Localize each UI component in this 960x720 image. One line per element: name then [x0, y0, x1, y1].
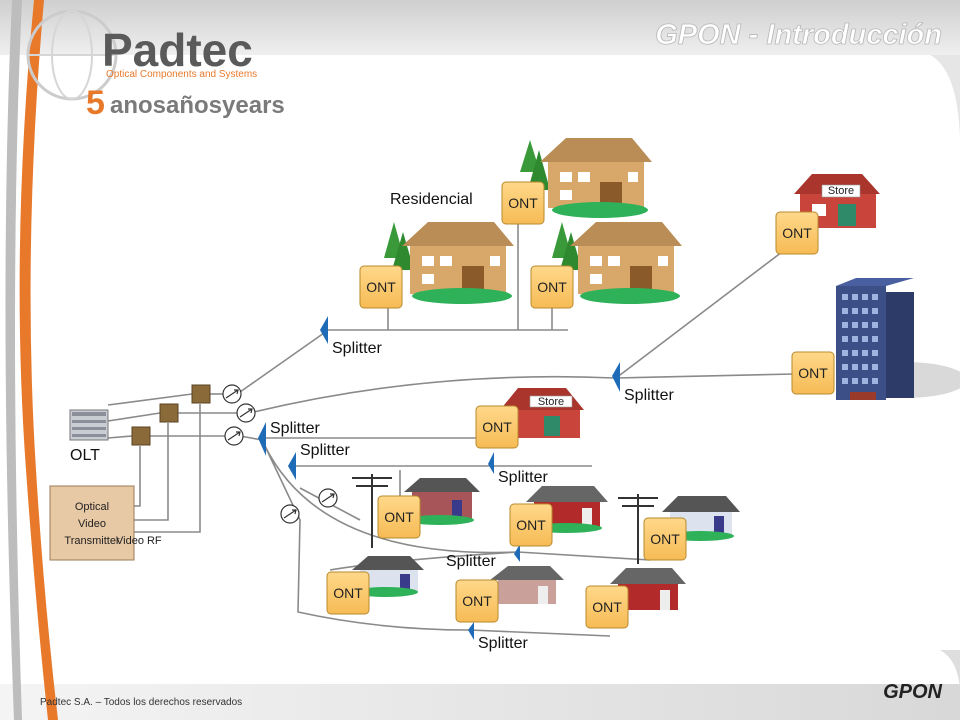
line-video-2 [134, 423, 169, 521]
left-swoosh-orange [19, 0, 58, 720]
logo-name: Padtec [102, 24, 253, 76]
residencial-label: Residencial [390, 191, 473, 208]
ont-lower-5: ONT [455, 579, 499, 623]
line-video-3 [134, 446, 141, 507]
header-curve [930, 55, 960, 140]
amplifier-icon-1 [222, 384, 242, 404]
optical-video-transmitter [49, 485, 135, 561]
line-to-residential-splitter [239, 332, 325, 393]
coupler-1 [191, 384, 211, 404]
ont-residential-top: ONT [501, 181, 545, 225]
svg-text:ONT: ONT [482, 419, 512, 435]
page-title: GPON - Introducción [655, 19, 942, 51]
splitter-icon-multi-2 [288, 452, 296, 480]
ont-store-middle: ONT [475, 405, 519, 449]
splitter-icon-multi-1 [258, 422, 266, 456]
splitter-icon-bottom [468, 622, 474, 640]
left-swoosh-gray [5, 0, 22, 720]
store-label-top: Store [828, 185, 854, 197]
splitter-label-bottom: Splitter [478, 635, 528, 652]
ont-lower-3: ONT [643, 517, 687, 561]
svg-text:ONT: ONT [782, 225, 812, 241]
line-olt-feed-3 [107, 435, 133, 439]
transmitter-label-line-3: Transmitter [64, 535, 120, 547]
logo-tagline: Optical Components and Systems [106, 69, 257, 80]
line-multi-down-2 [263, 443, 611, 637]
svg-text:ONT: ONT [508, 195, 538, 211]
splitter-label-multi-1: Splitter [270, 420, 320, 437]
amplifier-icon-3 [224, 426, 244, 446]
transmitter-label-line-1: Optical [75, 501, 109, 513]
splitter-icon-store [488, 452, 494, 474]
ont-lower-1: ONT [377, 495, 421, 539]
olt-equipment [69, 409, 109, 441]
fiber-lines [107, 222, 795, 637]
logo-anniversary-text: anosañosyears [110, 92, 285, 119]
splitter-label-lower: Splitter [446, 553, 496, 570]
residential-house-top [520, 138, 652, 218]
ont-lower-4: ONT [326, 571, 370, 615]
residential-house-left [384, 222, 514, 304]
video-rf-label: Video RF [116, 535, 162, 547]
line-video-1 [134, 404, 201, 533]
splitter-label-building: Splitter [624, 387, 674, 404]
splitter-icon-residential [320, 316, 328, 344]
splitter-label-multi-2: Splitter [300, 442, 350, 459]
svg-text:ONT: ONT [462, 593, 492, 609]
line-to-multi-splitter [239, 435, 263, 441]
line-olt-feed-2 [107, 412, 161, 422]
logo-anniversary-number: 5 [86, 84, 105, 122]
padtec-logo: Padtec Optical Components and Systems 5 … [26, 9, 285, 122]
svg-text:ONT: ONT [366, 279, 396, 295]
olt-label: OLT [70, 447, 100, 464]
header-band [0, 0, 960, 55]
house-lower-1 [404, 478, 480, 525]
amplifier-icon-2 [236, 403, 256, 423]
utility-pole-right [618, 494, 658, 564]
splitter-icon-building [612, 362, 620, 392]
svg-text:ONT: ONT [592, 599, 622, 615]
footer-band [0, 684, 960, 720]
store-label-middle: Store [538, 396, 564, 408]
ont-store-top: ONT [775, 211, 819, 255]
svg-text:ONT: ONT [537, 279, 567, 295]
ont-residential-right: ONT [530, 265, 574, 309]
line-to-building-splitter [253, 375, 615, 413]
splitter-icon-lower [514, 544, 520, 562]
splitter-label-residential: Splitter [332, 340, 382, 357]
splitter-label-store: Splitter [498, 469, 548, 486]
svg-text:ONT: ONT [333, 585, 363, 601]
house-lower-4 [352, 556, 424, 597]
transmitter-label-line-2: Video [78, 518, 106, 530]
coupler-2 [159, 403, 179, 423]
ont-building: ONT [791, 351, 835, 395]
ont-residential-left: ONT [359, 265, 403, 309]
footer-curve [940, 650, 960, 690]
amplifier-icon-4 [318, 488, 338, 508]
residential-house-right [552, 222, 682, 304]
svg-text:ONT: ONT [384, 509, 414, 525]
line-store-top [615, 251, 783, 379]
line-building [615, 373, 795, 379]
house-lower-5 [490, 566, 564, 604]
utility-pole-left [352, 474, 392, 548]
line-multi-down-1 [263, 443, 651, 561]
line-olt-feed-1 [107, 393, 193, 406]
coupler-3 [131, 426, 151, 446]
footer-section: GPON [883, 681, 942, 703]
ont-lower-2: ONT [509, 503, 553, 547]
svg-text:ONT: ONT [516, 517, 546, 533]
amplifier-icon-5 [280, 504, 300, 524]
ont-lower-6: ONT [585, 585, 629, 629]
footer-copyright: Padtec S.A. – Todos los derechos reserva… [40, 697, 242, 708]
svg-text:ONT: ONT [650, 531, 680, 547]
office-building [836, 278, 960, 400]
svg-text:ONT: ONT [798, 365, 828, 381]
